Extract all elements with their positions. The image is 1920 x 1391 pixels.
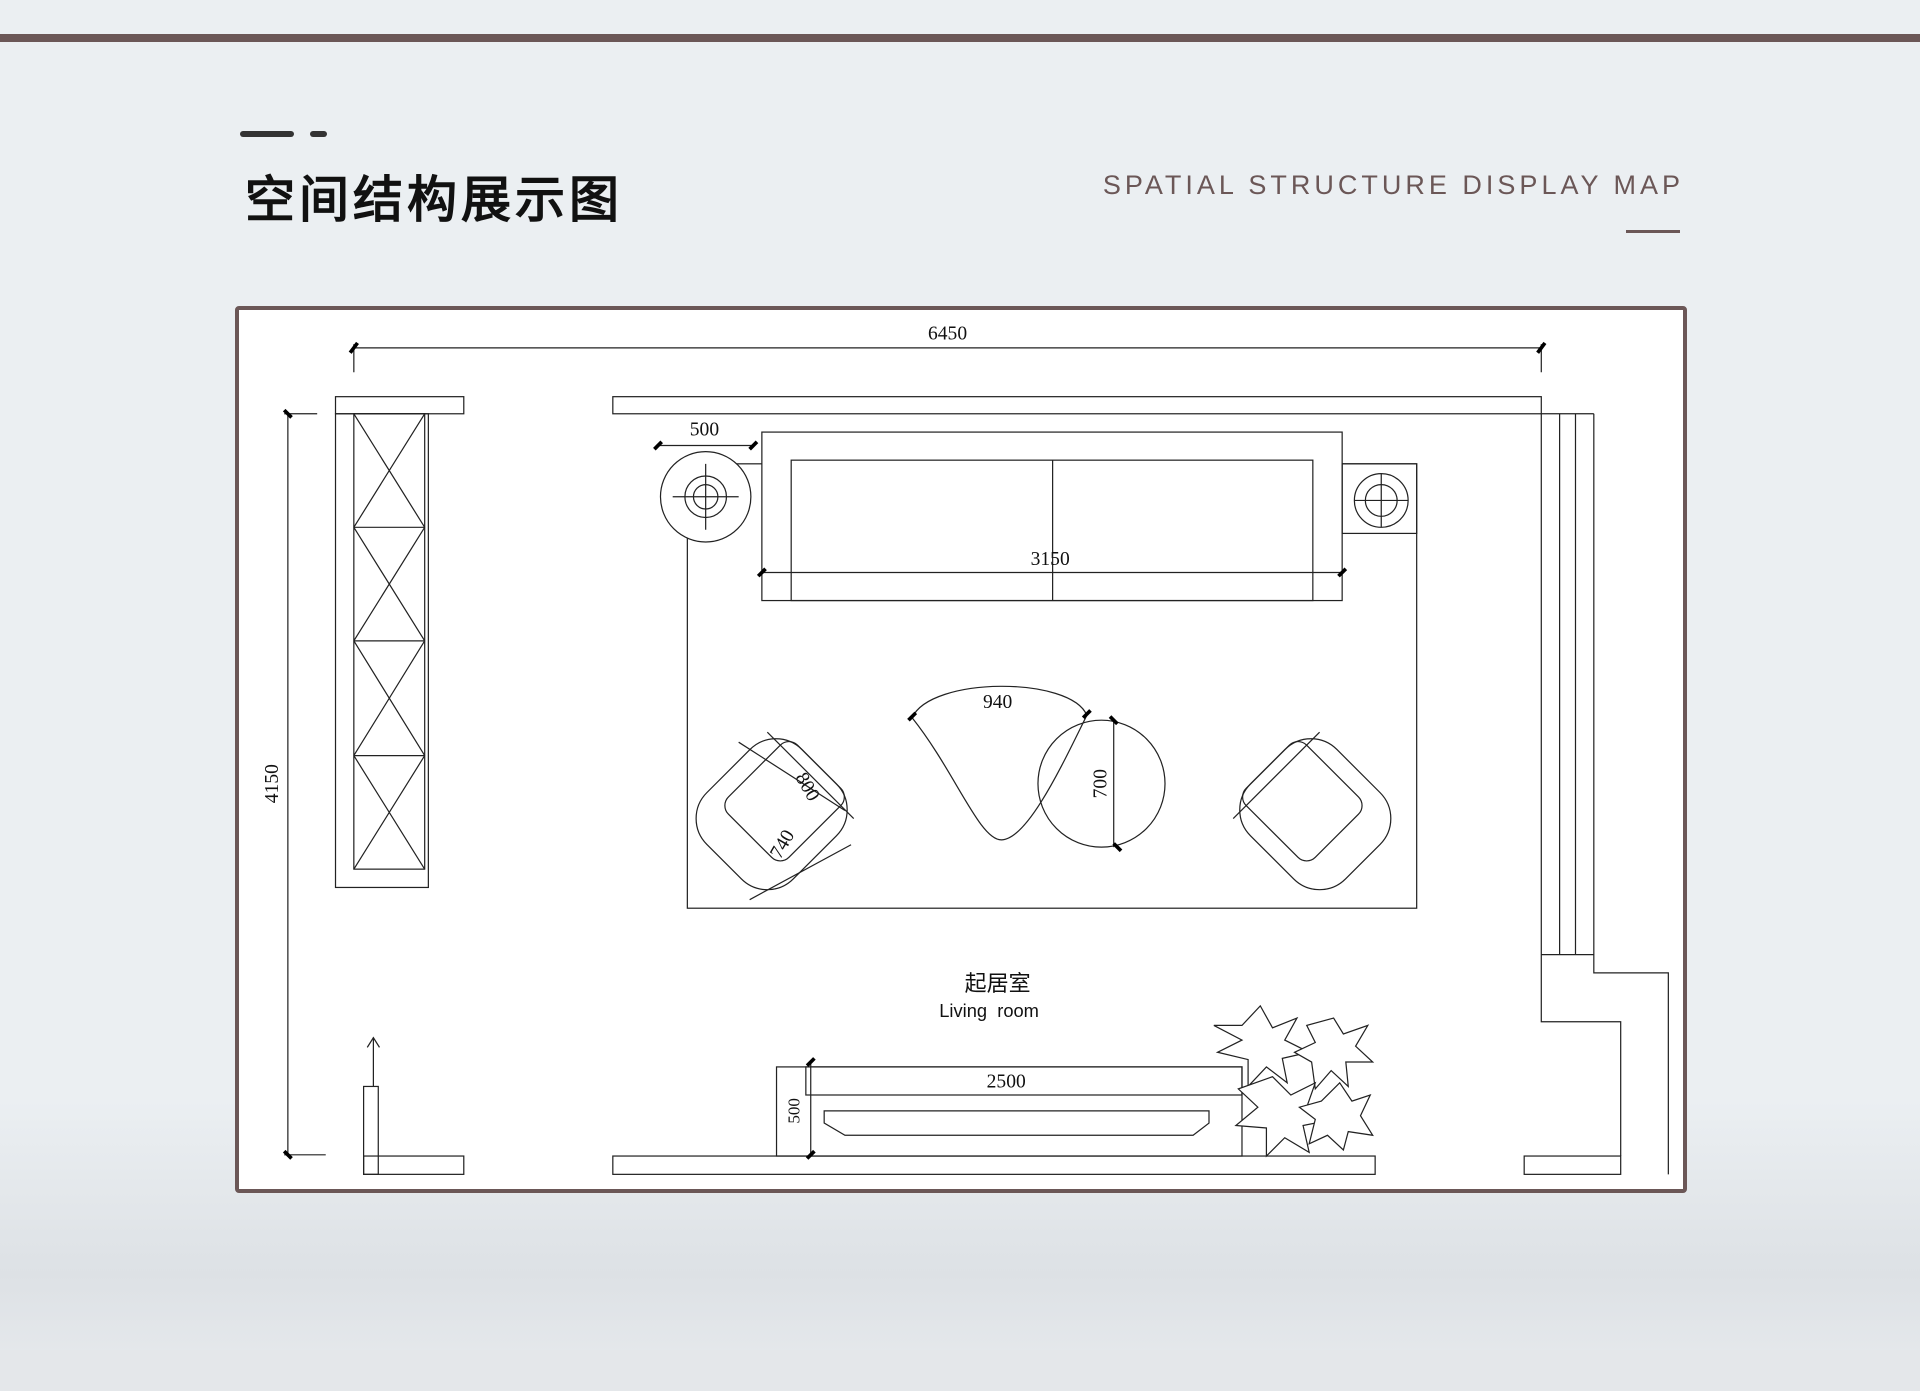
bookshelf [334,396,465,889]
dimension-label: 700 [1090,769,1111,799]
page-subtitle: SPATIAL STRUCTURE DISPLAY MAP [1102,170,1684,200]
dimension-label: 3150 [1031,549,1070,570]
tv-cabinet: 2500 500 [775,1057,1243,1160]
side-table-right [1341,463,1418,535]
dimension-label: 500 [785,1098,804,1124]
dimension-label: 2500 [987,1072,1026,1093]
dimension-label: 940 [983,692,1013,713]
armchair-right [1232,731,1392,891]
top-accent-bar [0,34,1920,42]
plant-icon [1213,1004,1375,1158]
walls [362,396,1669,1175]
dimension-total-width: 6450 [348,323,1547,373]
sofa: 3150 [756,431,1348,602]
title-decoration-dot [310,131,327,137]
dimension-label: 4150 [262,764,283,803]
subtitle-underline [1626,230,1680,233]
round-table: 700 [1037,715,1166,853]
door-arrow-icon [366,1036,381,1087]
room-name-en: Living room [939,1000,1039,1021]
floor-plan-frame: 6450 4150 3150 500 [235,306,1687,1193]
coffee-table: 940 [907,685,1092,841]
dimension-label: 500 [690,420,720,441]
armchair-left-dimensions: 800 740 [738,741,852,901]
floor-plan-drawing: 6450 4150 3150 500 [262,323,1669,1175]
title-decoration-dash [240,131,294,137]
page-title: 空间结构展示图 [245,171,623,229]
dimension-label: 6450 [928,323,967,344]
side-table-left: 500 [653,420,759,543]
dimension-label: 800 [791,769,824,805]
armchair-left [695,731,855,891]
dimension-total-depth: 4150 [262,408,326,1160]
room-name-cn: 起居室 [965,972,1031,997]
floor-strip [0,1350,1920,1391]
